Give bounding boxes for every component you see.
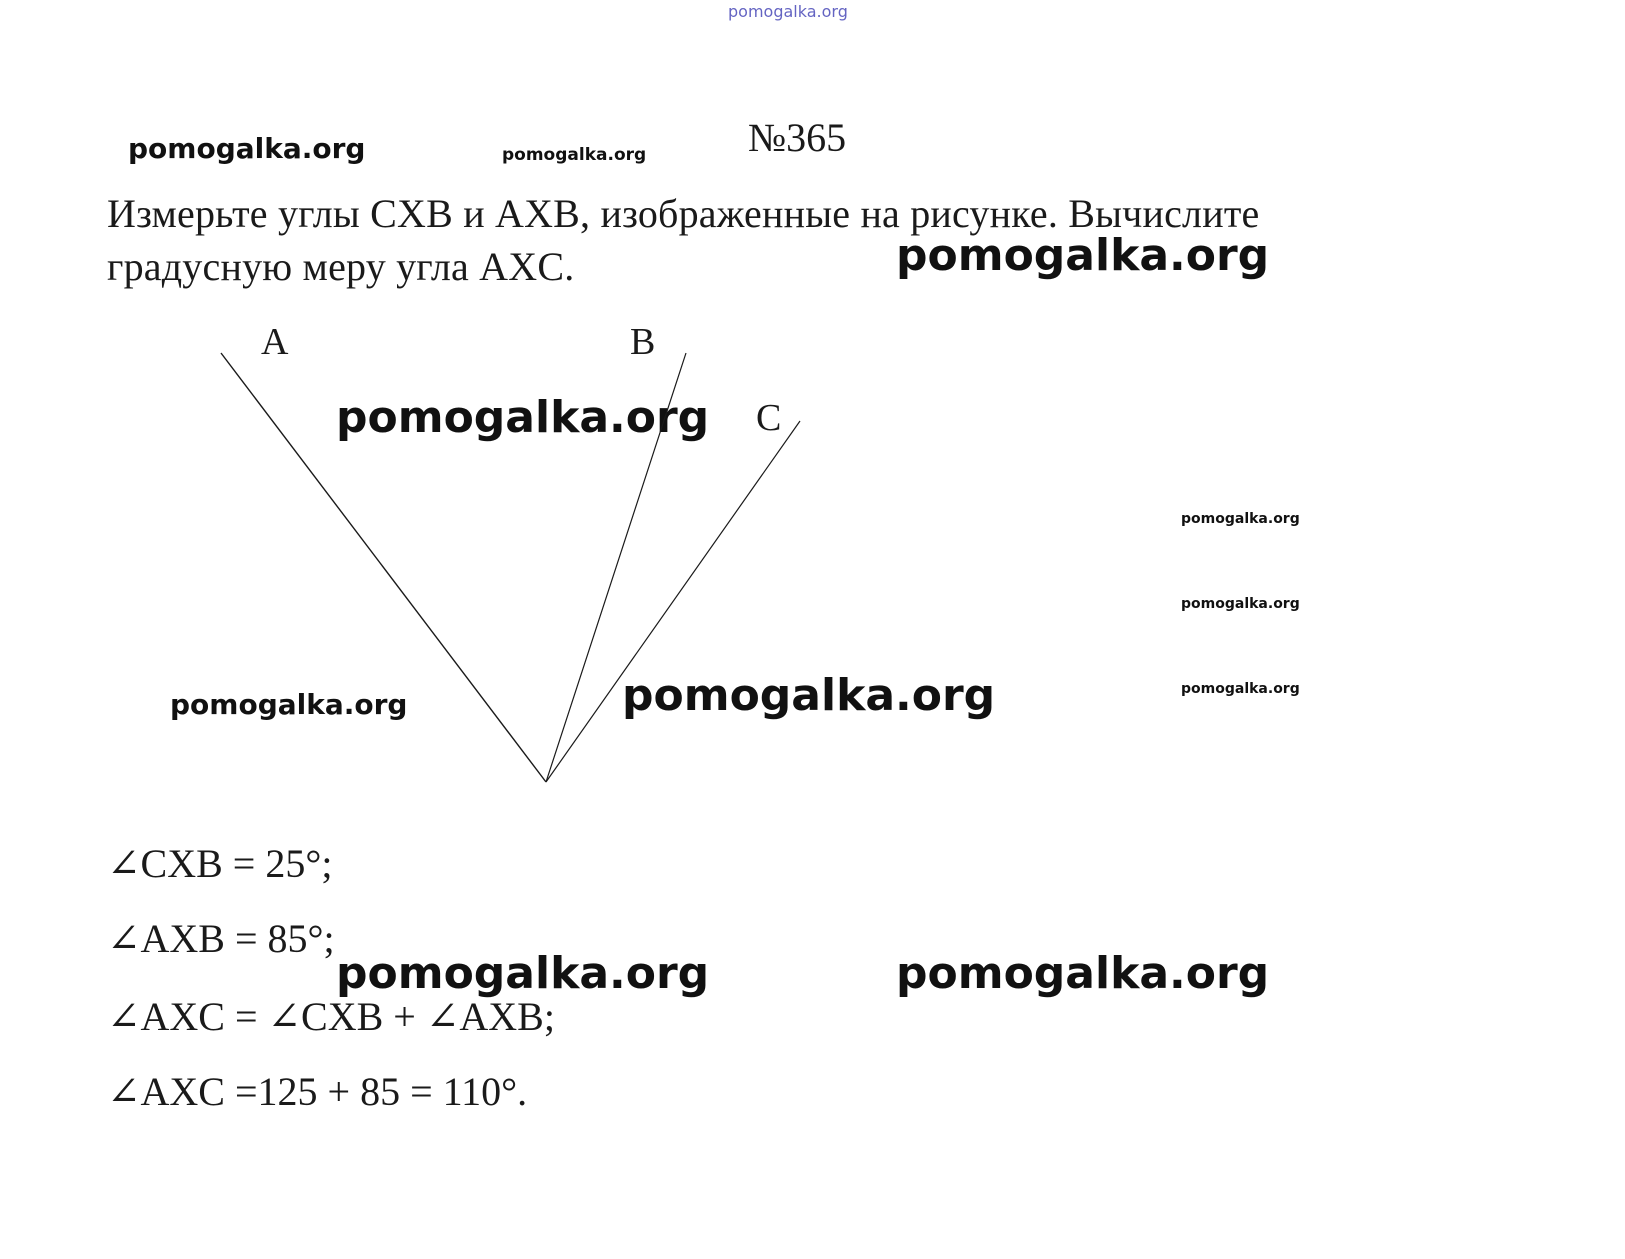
watermark: pomogalka.org xyxy=(502,145,647,165)
label-c: C xyxy=(756,397,781,439)
label-b: B xyxy=(630,321,655,363)
answer-line-2: ∠AXB = 85°; xyxy=(107,916,335,961)
problem-text-line-1: Измерьте углы CXB и AXB, изображенные на… xyxy=(107,191,1260,236)
answer-line-4: ∠AXC =125 + 85 = 110°. xyxy=(107,1069,528,1114)
watermark: pomogalka.org xyxy=(1181,681,1300,697)
watermark: pomogalka.org xyxy=(896,230,1270,281)
label-a: A xyxy=(261,321,289,363)
watermark: pomogalka.org xyxy=(622,670,996,721)
problem-number: №365 xyxy=(748,115,847,160)
watermark: pomogalka.org xyxy=(336,948,710,999)
problem-text-line-2: градусную меру угла AXC. xyxy=(107,244,575,289)
answer-line-3: ∠AXC = ∠CXB + ∠AXB; xyxy=(107,994,555,1039)
watermark: pomogalka.org xyxy=(1181,511,1300,527)
watermark: pomogalka.org xyxy=(336,392,710,443)
watermark-top[interactable]: pomogalka.org xyxy=(728,2,848,21)
watermark: pomogalka.org xyxy=(170,688,408,721)
ray-xc xyxy=(545,420,801,783)
answer-line-1: ∠CXB = 25°; xyxy=(107,841,333,886)
watermark: pomogalka.org xyxy=(128,132,366,165)
watermark: pomogalka.org xyxy=(896,948,1270,999)
watermark: pomogalka.org xyxy=(1181,596,1300,612)
